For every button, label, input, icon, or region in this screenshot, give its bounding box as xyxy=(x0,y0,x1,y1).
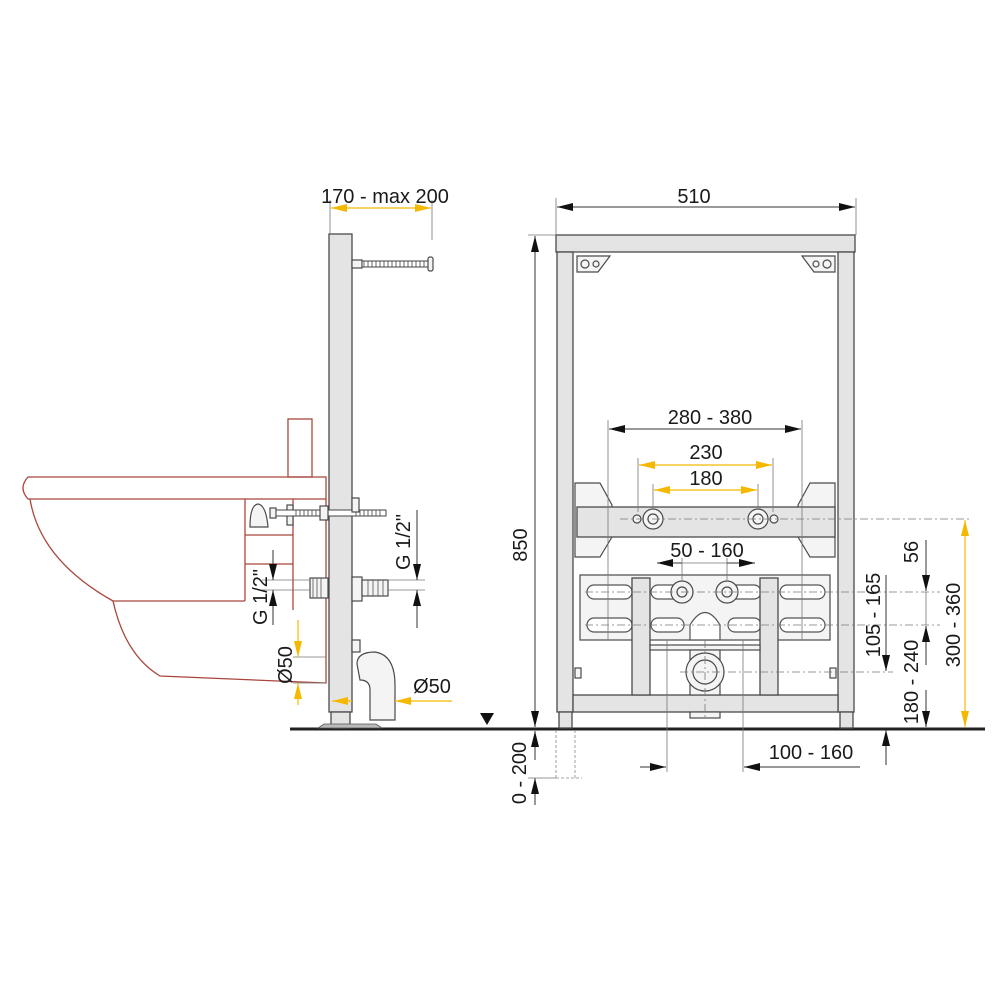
frame-top-rail xyxy=(555,234,856,253)
dim-wall-distance: 170 - max 200 xyxy=(321,186,449,208)
side-view: 170 - max 200 G 1/2" G 1/2" Ø50 Ø50 xyxy=(22,186,452,729)
dim-foot-extension: 0 - 200 xyxy=(509,742,531,804)
dim-supply-thread-left: G 1/2" xyxy=(250,569,272,625)
floor-level-marker-icon xyxy=(480,713,494,725)
dim-supply-offset: 56 xyxy=(901,541,923,563)
side-frame-post xyxy=(328,233,353,713)
frame-left-post xyxy=(556,251,574,713)
supply-fitting-right xyxy=(361,579,389,597)
dim-bolt-spacing-outer: 230 xyxy=(689,442,722,464)
dim-drain-height: 180 - 240 xyxy=(901,640,923,725)
dim-bolt-height: 300 - 360 xyxy=(943,583,965,668)
wall-anchor-bolt xyxy=(351,256,434,272)
dim-bolt-spacing-inner: 180 xyxy=(689,468,722,490)
frame-bottom-rail xyxy=(572,694,839,713)
bidet-mount-bolt xyxy=(249,497,387,528)
dim-drain-to-supply: 105 - 165 xyxy=(863,573,885,658)
bidet-outline xyxy=(22,418,327,684)
dim-drain-right: Ø50 xyxy=(413,676,451,698)
frame-right-post xyxy=(837,251,855,713)
dim-drain-left: Ø50 xyxy=(275,646,297,684)
supply-fitting-left xyxy=(309,577,329,599)
dim-supply-spacing: 50 - 160 xyxy=(670,540,743,562)
dim-drain-lateral: 100 - 160 xyxy=(769,742,854,764)
drain-elbow xyxy=(356,651,396,721)
dim-bolt-spacing-range: 280 - 380 xyxy=(668,407,753,429)
dim-frame-width: 510 xyxy=(677,186,710,208)
mounting-crossbar xyxy=(576,506,836,538)
dim-frame-height: 850 xyxy=(510,528,532,561)
dim-supply-thread-right: G 1/2" xyxy=(393,514,415,570)
front-view: 510 850 0 - 200 280 - 380 230 180 50 - 1… xyxy=(509,186,970,805)
